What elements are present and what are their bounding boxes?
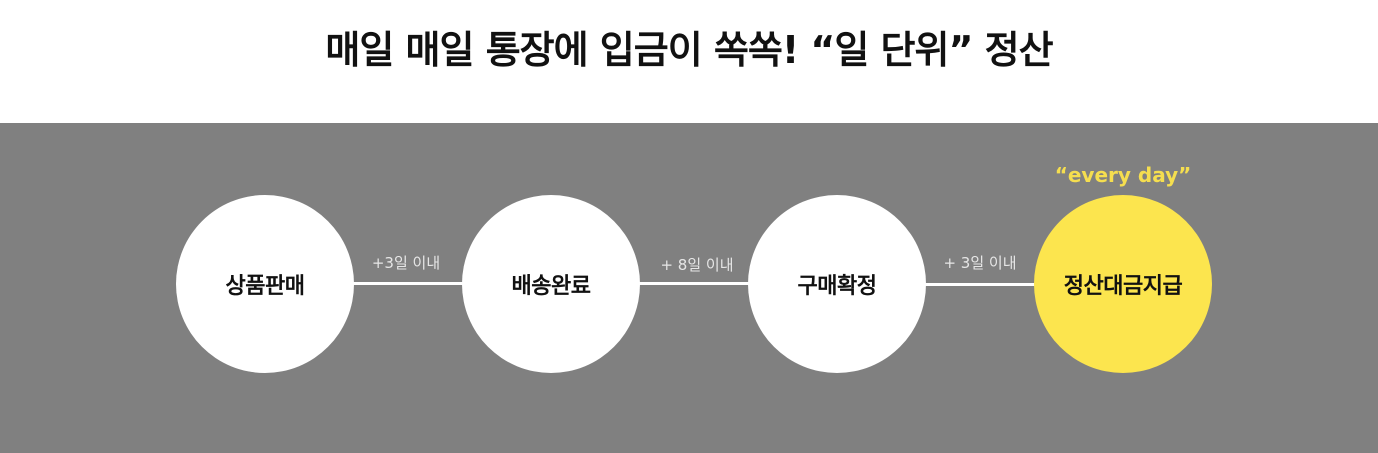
step-circle-purchase-confirm: 구매확정 (748, 195, 926, 373)
step-label: 배송완료 (511, 274, 591, 299)
connector-line-1 (352, 282, 464, 285)
process-flow-panel: +3일 이내 + 8일 이내 + 3일 이내 상품판매 배송완료 구매확정 “e… (0, 123, 1378, 453)
page-title: 매일 매일 통장에 입금이 쏙쏙! “일 단위” 정산 (325, 28, 1053, 72)
step-circle-settlement-payment: 정산대금지급 (1034, 195, 1212, 373)
step-label: 상품판매 (225, 274, 305, 299)
step-label: 정산대금지급 (1063, 274, 1183, 299)
step-circle-delivery-complete: 배송완료 (462, 195, 640, 373)
connector-line-2 (638, 282, 750, 285)
connector-line-3 (924, 283, 1036, 286)
step-label: 구매확정 (797, 274, 877, 299)
step-circle-product-sale: 상품판매 (176, 195, 354, 373)
gap-label-1: +3일 이내 (371, 254, 441, 272)
every-day-caption: “every day” (1054, 163, 1192, 187)
gap-label-3: + 3일 이내 (943, 254, 1017, 272)
header: 매일 매일 통장에 입금이 쏙쏙! “일 단위” 정산 (0, 0, 1378, 123)
gap-label-2: + 8일 이내 (660, 256, 734, 274)
